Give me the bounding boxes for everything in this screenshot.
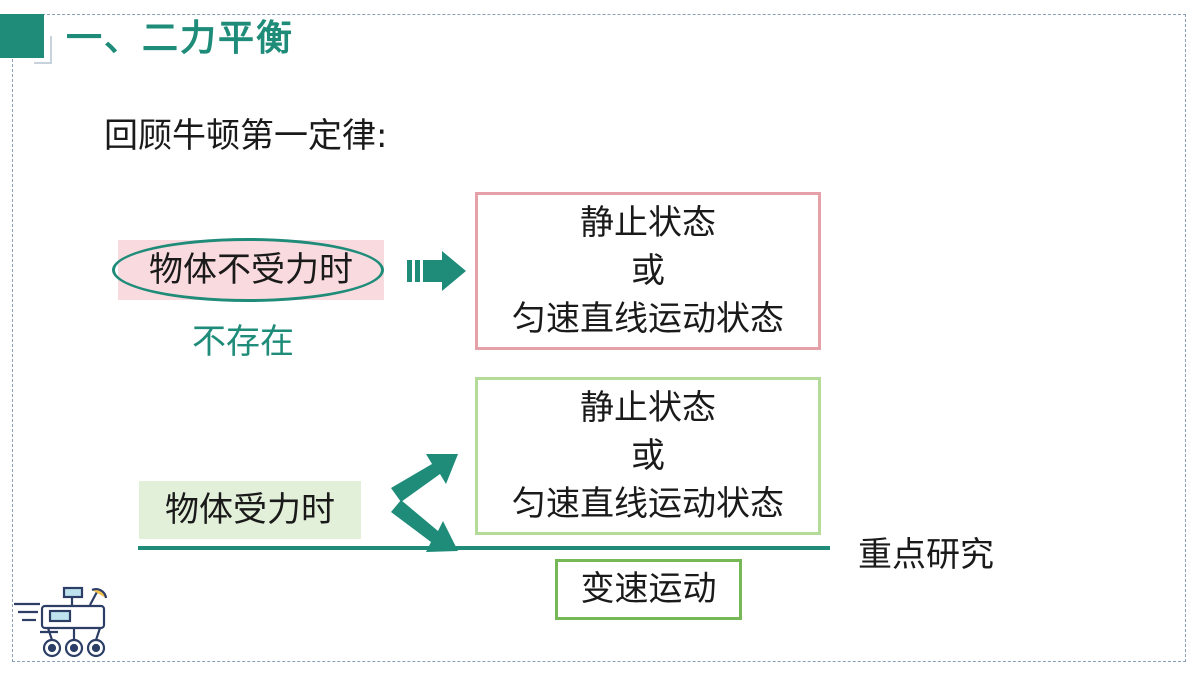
key-study-label: 重点研究 xyxy=(858,535,994,575)
result-line-static: 静止状态 xyxy=(580,203,716,243)
result-line-uniform: 匀速直线运动状态 xyxy=(512,299,784,339)
no-force-ellipse xyxy=(112,238,384,302)
result-line-static: 静止状态 xyxy=(580,388,716,428)
variable-motion-box: 变速运动 xyxy=(555,559,742,620)
slide-title: 一、二力平衡 xyxy=(66,18,295,59)
no-force-result-box: 静止状态 或 匀速直线运动状态 xyxy=(475,192,821,350)
intro-text: 回顾牛顿第一定律: xyxy=(104,116,388,156)
no-force-label: 物体不受力时 xyxy=(149,250,353,290)
up-arrow-icon xyxy=(391,454,458,502)
corner-outline-decoration xyxy=(34,36,52,64)
not-exist-note: 不存在 xyxy=(192,322,294,362)
result-line-or: 或 xyxy=(631,251,665,291)
down-arrow-icon xyxy=(391,500,458,552)
result-line-or: 或 xyxy=(631,436,665,476)
rover-icon xyxy=(14,586,108,658)
corner-square-decoration xyxy=(0,14,44,58)
with-force-result-box: 静止状态 或 匀速直线运动状态 xyxy=(475,377,821,535)
result-line-uniform: 匀速直线运动状态 xyxy=(512,484,784,524)
with-force-label: 物体受力时 xyxy=(139,481,361,539)
slide-frame xyxy=(12,14,1186,662)
right-arrow-icon xyxy=(407,251,466,291)
